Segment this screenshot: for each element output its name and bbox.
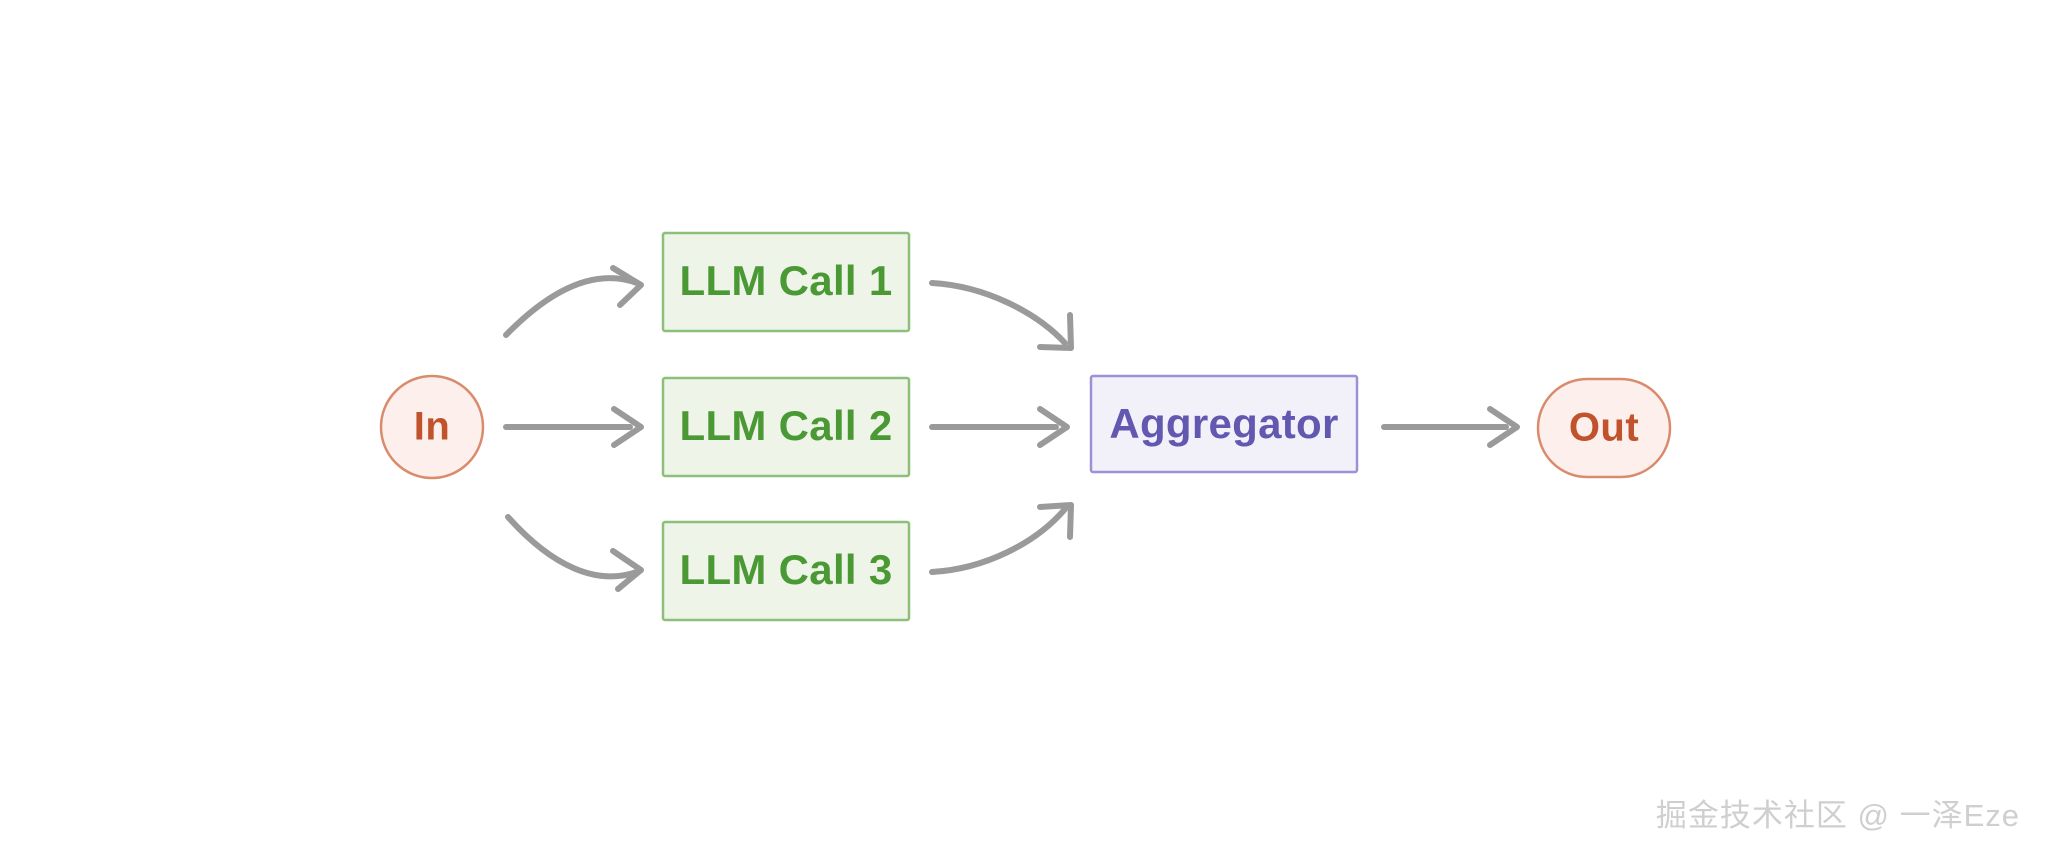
edge-llm-call-2-to-aggregator (929, 406, 1070, 448)
edges-layer (503, 265, 1520, 592)
watermark: 掘金技术社区 @ 一泽Eze (1655, 798, 2020, 833)
edge-in-to-llm-call-3 (505, 514, 644, 592)
edge-aggregator-to-out (1381, 406, 1520, 448)
edge-in-to-llm-call-2 (503, 406, 644, 448)
edge-in-to-llm-call-1 (503, 265, 644, 338)
input-shape (379, 374, 485, 480)
aggregator-shape (1089, 374, 1359, 474)
node-output[interactable]: Out (1536, 377, 1672, 479)
edge-llm-call-3-to-aggregator (929, 502, 1074, 575)
edge-llm-call-1-to-aggregator (929, 280, 1074, 351)
output-label: Out (1569, 406, 1639, 450)
llm-call-2-label: LLM Call 2 (679, 402, 892, 449)
llm-call-1-shape (661, 231, 911, 333)
llm-call-3-shape (661, 520, 911, 622)
node-llm-call-1[interactable]: LLM Call 1 (661, 231, 911, 333)
node-aggregator[interactable]: Aggregator (1089, 374, 1359, 474)
llm-call-1-label: LLM Call 1 (679, 257, 892, 304)
node-llm-call-2[interactable]: LLM Call 2 (661, 376, 911, 478)
aggregator-label: Aggregator (1109, 400, 1338, 447)
node-input[interactable]: In (379, 374, 485, 480)
node-llm-call-3[interactable]: LLM Call 3 (661, 520, 911, 622)
llm-call-2-shape (661, 376, 911, 478)
output-shape (1536, 377, 1672, 479)
input-label: In (414, 405, 451, 449)
llm-call-3-label: LLM Call 3 (679, 546, 892, 593)
